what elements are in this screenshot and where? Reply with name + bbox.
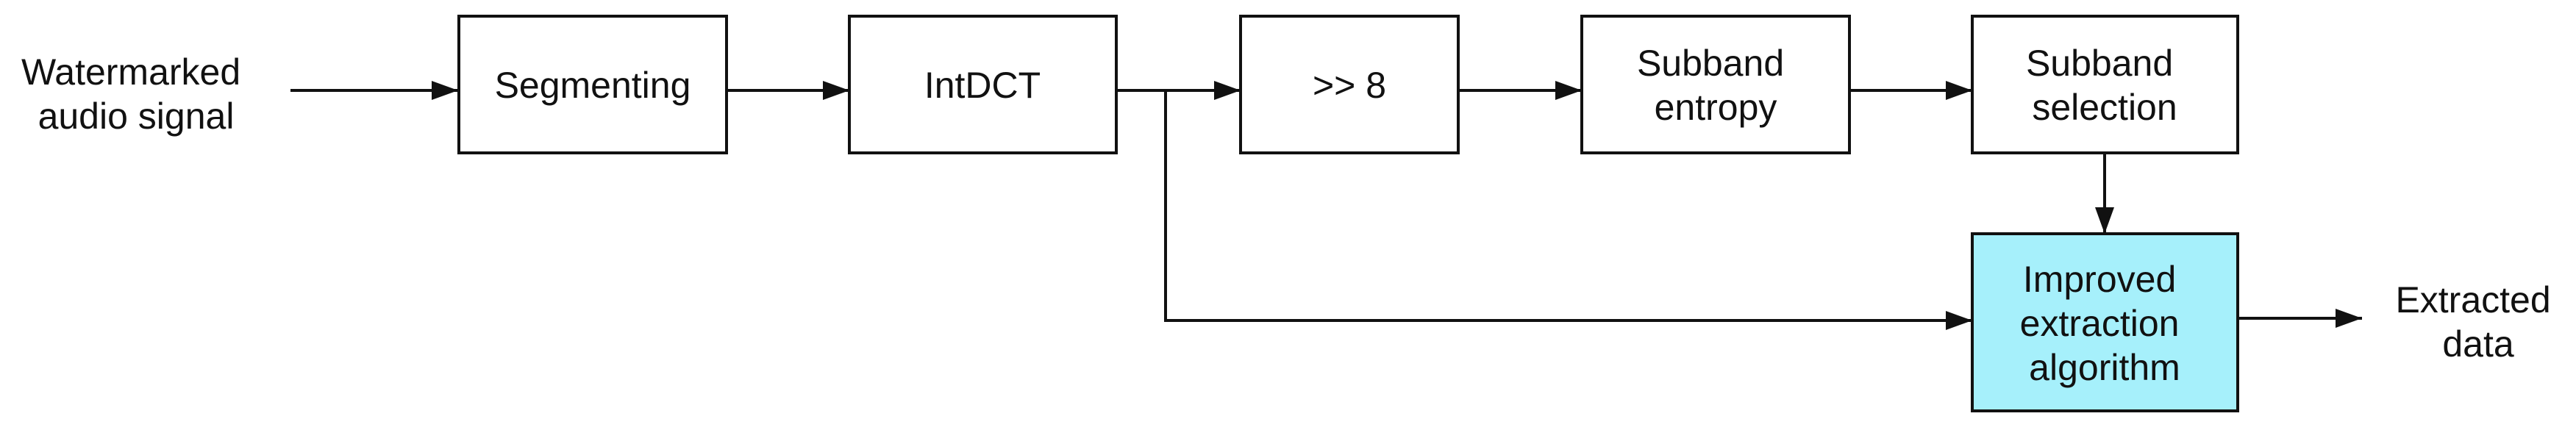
block-intdct-box <box>848 15 1118 154</box>
output-label-line-1: Extracted <box>2395 279 2550 320</box>
block-subband-entropy-label-line-1: Subband <box>1637 43 1784 84</box>
block-segmenting-label: Segmenting <box>495 65 691 106</box>
block-segmenting: Segmenting <box>457 15 728 154</box>
block-intdct-label: IntDCT <box>924 65 1041 106</box>
input-label-line-2: audio signal <box>38 96 235 137</box>
block-shift-label: >> 8 <box>1313 65 1386 106</box>
output-label: Extracted data <box>2395 279 2561 365</box>
arrow-intdct-branch-to-improved-extraction <box>1164 90 1972 330</box>
block-subband-selection: Subband selection <box>1971 15 2239 154</box>
input-label-line-1: Watermarked <box>21 51 240 93</box>
block-improved-extraction-label-line-1: Improved <box>2023 259 2176 300</box>
block-improved-extraction-label-line-3: algorithm <box>2029 347 2180 388</box>
block-segmenting-label-line-1: Segmenting <box>495 65 691 106</box>
block-subband-selection-label-line-1: Subband <box>2026 43 2173 84</box>
block-improved-extraction-box <box>1971 232 2239 412</box>
block-subband-selection-label: Subband selection <box>2026 43 2183 128</box>
block-subband-selection-box <box>1971 15 2239 154</box>
block-subband-entropy-label: Subband entropy <box>1637 43 1794 128</box>
block-shift-label-line-1: >> 8 <box>1313 65 1386 106</box>
block-shift-box <box>1239 15 1460 154</box>
block-intdct: IntDCT <box>848 15 1118 154</box>
block-improved-extraction: Improved extraction algorithm <box>1971 232 2239 412</box>
block-segmenting-box <box>457 15 728 154</box>
block-subband-entropy-box <box>1580 15 1851 154</box>
output-label-line-2: data <box>2442 323 2514 365</box>
block-shift: >> 8 <box>1239 15 1460 154</box>
block-subband-selection-label-line-2: selection <box>2032 87 2177 128</box>
block-subband-entropy-label-line-2: entropy <box>1655 87 1777 128</box>
block-subband-entropy: Subband entropy <box>1580 15 1851 154</box>
block-improved-extraction-label-line-2: extraction <box>2020 303 2180 344</box>
connectors <box>290 81 2362 330</box>
block-improved-extraction-label: Improved extraction algorithm <box>2020 259 2190 388</box>
input-label: Watermarked audio signal <box>21 51 251 137</box>
block-intdct-label-line-1: IntDCT <box>924 65 1041 106</box>
